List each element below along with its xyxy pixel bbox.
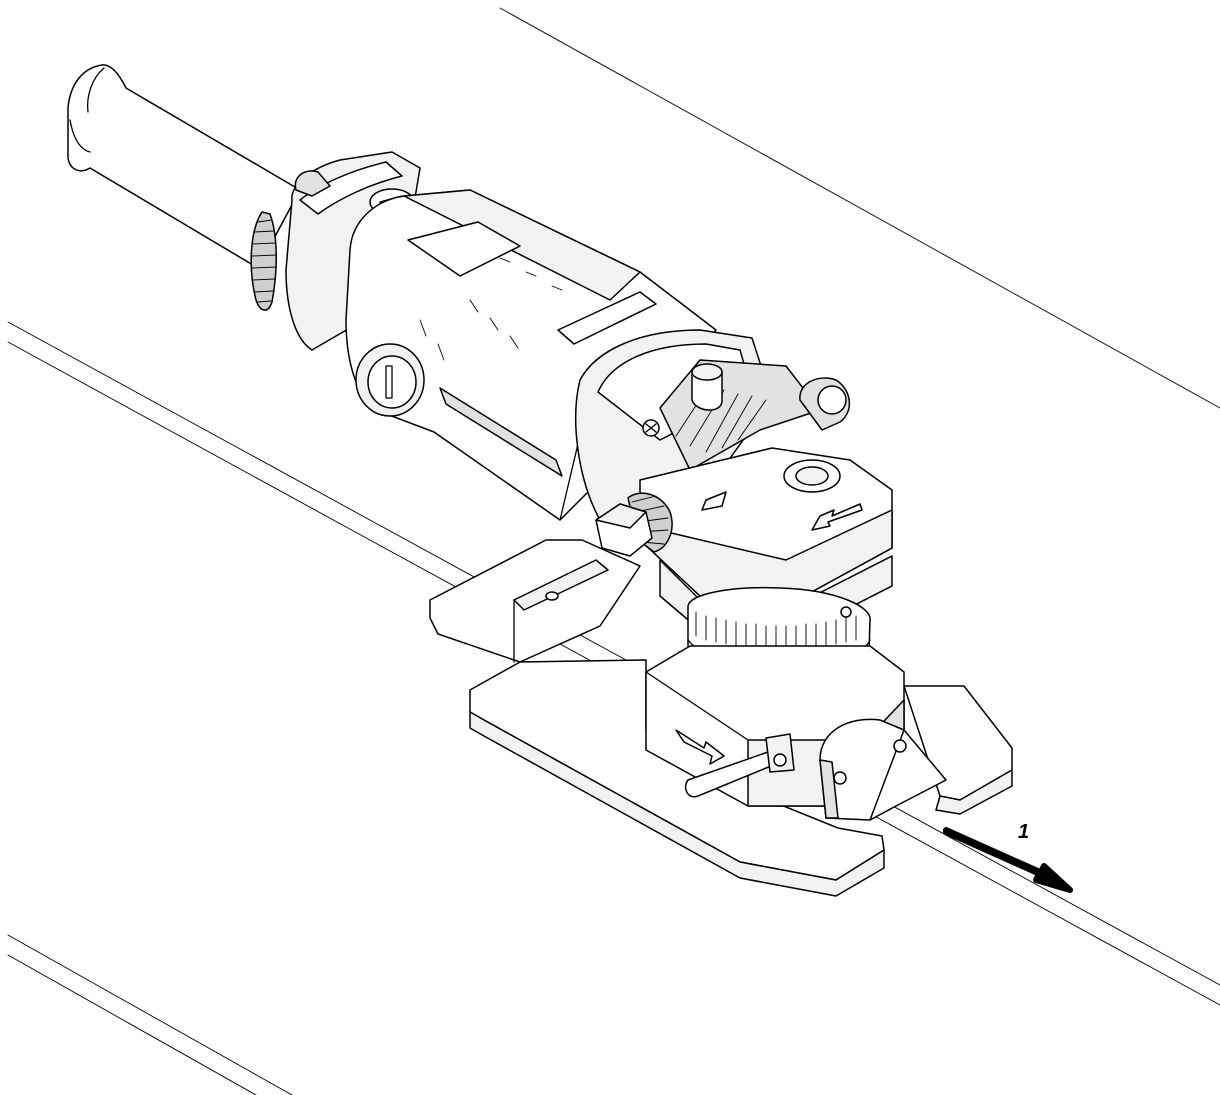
end-screw-icon-2: [893, 739, 907, 753]
rotation-arrow-icon: [811, 503, 863, 531]
end-cover: [819, 718, 947, 821]
callout-label: 1: [1018, 821, 1029, 843]
front-cover: [639, 447, 893, 607]
slide-arrow-icon: [675, 729, 725, 765]
clamp-nut: [595, 492, 673, 557]
workpiece-near-edge: [7, 934, 293, 1095]
arrow-icon: [943, 827, 1073, 893]
vent-slot: [557, 291, 657, 345]
feed-direction-callout: 1: [943, 821, 1073, 893]
rear-handle: [67, 64, 301, 269]
side-vent: [439, 387, 563, 477]
end-screw-icon: [833, 771, 847, 785]
guide-plate: [429, 539, 641, 663]
spindle-nozzle: [691, 371, 723, 411]
scale-screw-icon: [840, 606, 852, 618]
workpiece-far-edge: [499, 7, 1220, 409]
base-plate: [469, 659, 1013, 897]
clamping-lever[interactable]: [684, 733, 795, 798]
rear-knurled-wheel: [250, 211, 277, 311]
brush-cap: [355, 343, 425, 417]
plate-screw-icon: [545, 591, 559, 601]
rear-screw-icon: [294, 170, 331, 197]
type-plate: [407, 221, 521, 277]
